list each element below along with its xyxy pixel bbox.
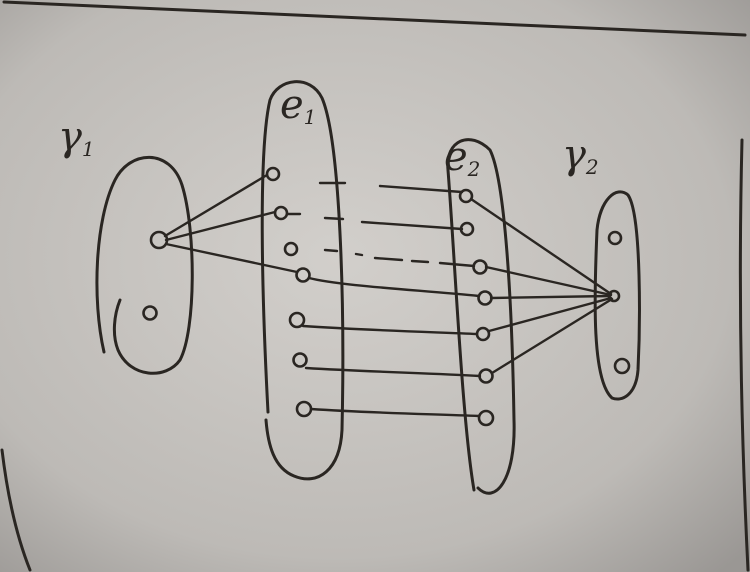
edge-r1-e1-2 — [164, 210, 277, 242]
e1-vertex-6 — [292, 352, 308, 368]
page-border-left — [0, 448, 32, 572]
edge-e1-e2-5 — [301, 324, 479, 336]
edge-r1-e1-3 — [164, 242, 299, 274]
r1-vertex-2 — [142, 305, 158, 321]
e1-vertex-4 — [295, 267, 311, 283]
edge-e1-e2-6 — [304, 366, 482, 378]
edge-e2-r2-2 — [484, 265, 613, 297]
edge-e1-e2-7 — [309, 407, 481, 418]
page-border-top — [2, 0, 747, 37]
e1-vertex-3 — [283, 241, 299, 257]
e2-vertex-7 — [477, 409, 495, 427]
r2-vertex-1 — [607, 230, 623, 246]
edge-e1-e2-dashed-2 — [286, 212, 464, 231]
edge-r1-e1-1 — [163, 173, 269, 238]
r2-ellipse — [593, 190, 641, 401]
e2-vertex-1 — [458, 188, 474, 204]
e1-label: e1 — [280, 82, 316, 129]
edge-e2-r2-1 — [469, 197, 613, 296]
e2-ellipse — [446, 138, 516, 495]
r2-vertex-3 — [613, 357, 631, 375]
edge-e1-e2-dashed-1 — [318, 181, 464, 194]
edge-e2-r2-5 — [490, 297, 614, 375]
e2-label: e2 — [444, 134, 480, 181]
e1-ellipse — [260, 80, 345, 481]
page-border-right — [738, 138, 750, 572]
edge-e2-r2-4 — [487, 296, 613, 333]
edge-e2-r2-3 — [489, 294, 612, 300]
r1-ellipse — [95, 155, 194, 375]
edge-e1-e2-dashed-3 — [323, 248, 476, 268]
edge-e1-e2-4 — [307, 276, 481, 298]
r1-label: γ1 — [58, 114, 95, 161]
r2-label: γ2 — [562, 132, 599, 179]
e1-vertex-5 — [288, 311, 306, 329]
